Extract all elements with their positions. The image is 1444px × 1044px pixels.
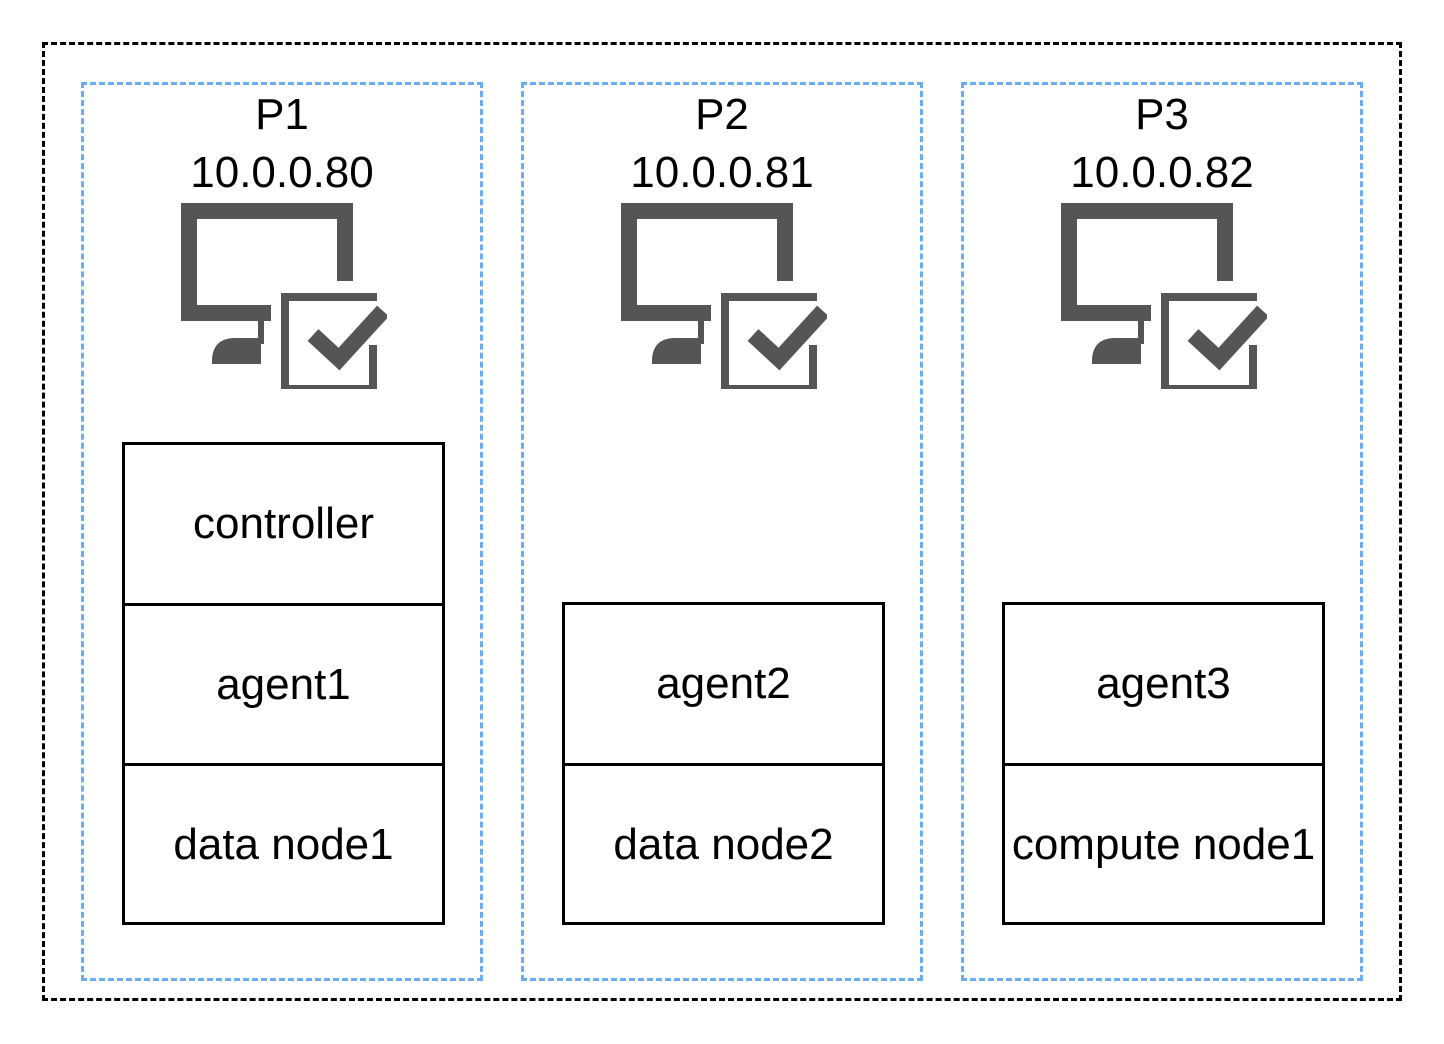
cluster-boundary: [42, 42, 1402, 1001]
service-stack: agent2 data node2: [562, 602, 885, 925]
host-p2: P2 10.0.0.81 agent2 data node2: [521, 82, 923, 981]
monitor-check-icon: [621, 203, 827, 389]
monitor-check-icon: [181, 203, 387, 389]
host-ip: 10.0.0.80: [190, 148, 374, 197]
service-stack: agent3 compute node1: [1002, 602, 1325, 925]
host-ip: 10.0.0.82: [1070, 148, 1254, 197]
host-name: P2: [695, 90, 749, 139]
host-p3: P3 10.0.0.82 agent3 compute node1: [961, 82, 1363, 981]
host-p1: P1 10.0.0.80 controller agent1 data node…: [81, 82, 483, 981]
service-stack: controller agent1 data node1: [122, 442, 445, 925]
service-cell: agent1: [125, 603, 442, 763]
service-cell: controller: [193, 499, 374, 548]
service-cell: data node2: [565, 763, 882, 923]
monitor-check-icon: [1061, 203, 1267, 389]
host-ip: 10.0.0.81: [630, 148, 814, 197]
host-name: P3: [1135, 90, 1189, 139]
host-name: P1: [255, 90, 309, 139]
service-cell: data node1: [125, 763, 442, 923]
service-cell: compute node1: [1005, 763, 1322, 923]
service-cell: agent3: [1096, 659, 1231, 708]
service-cell: agent2: [656, 659, 791, 708]
